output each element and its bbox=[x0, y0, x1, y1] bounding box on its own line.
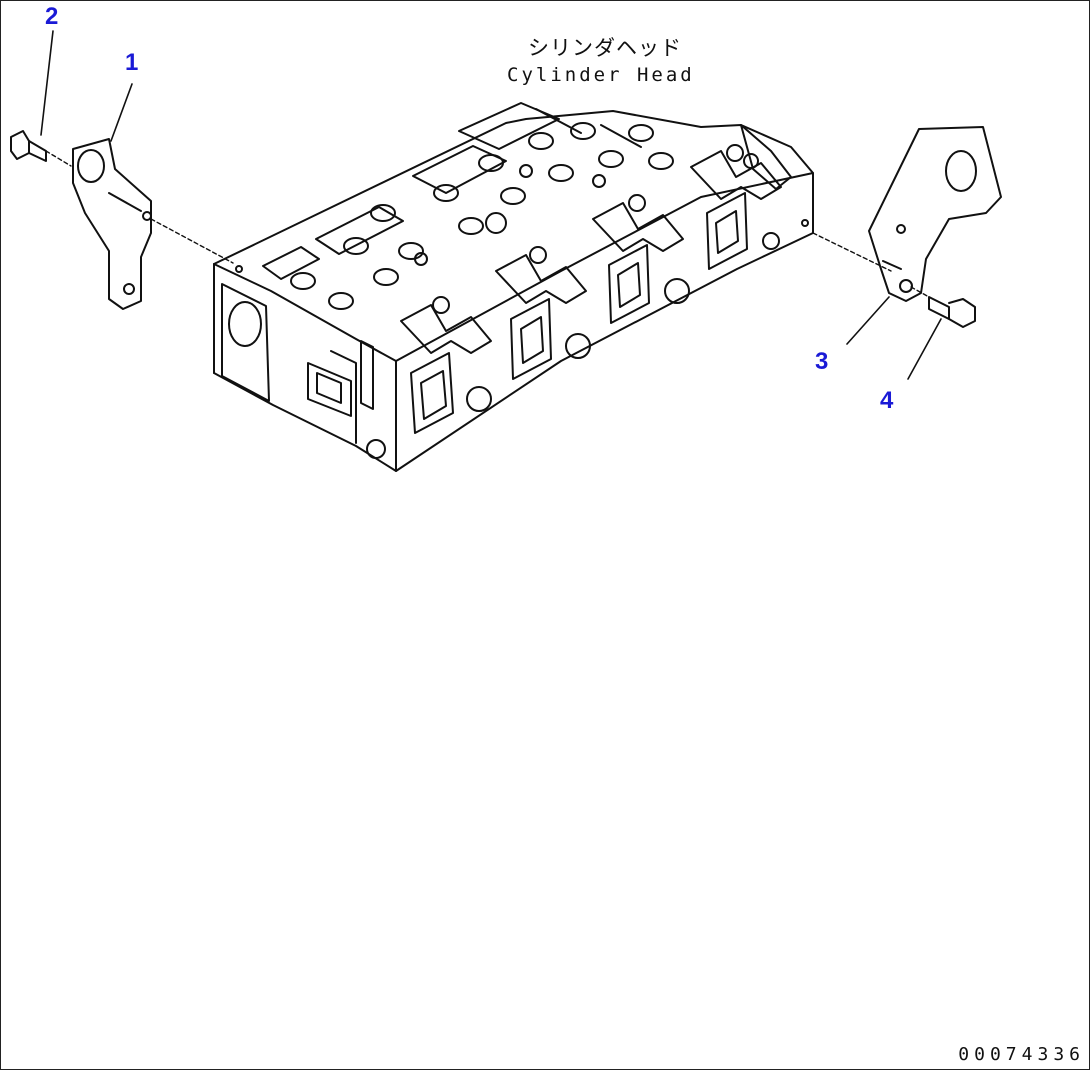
callout-leaders bbox=[40, 30, 942, 380]
callout-2[interactable]: 2 bbox=[45, 3, 59, 30]
drawing-number: 00074336 bbox=[958, 1044, 1085, 1065]
title-japanese: シリンダヘッド bbox=[528, 36, 682, 60]
callout-3[interactable]: 3 bbox=[815, 348, 829, 375]
cylinder-head bbox=[213, 102, 814, 472]
callout-4[interactable]: 4 bbox=[880, 387, 894, 414]
bolt-part-2 bbox=[10, 130, 72, 167]
bracket-right-part-3 bbox=[812, 126, 1002, 302]
callout-1[interactable]: 1 bbox=[125, 49, 139, 76]
bracket-left-part-1 bbox=[72, 138, 234, 310]
bolt-part-4 bbox=[910, 286, 976, 328]
title-english: Cylinder Head bbox=[507, 64, 695, 86]
